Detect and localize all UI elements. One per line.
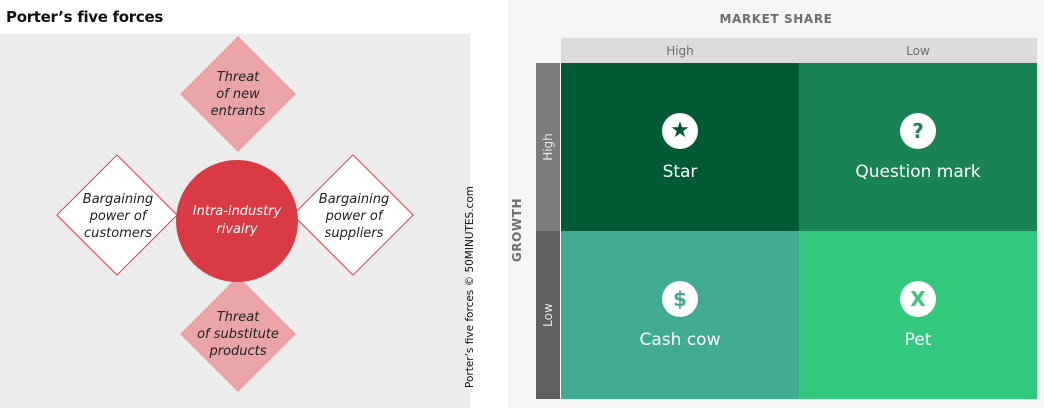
copyright-credit: Porter’s five forces © 50MINUTES.com	[464, 186, 476, 388]
quadrant-cash-cow: $ Cash cow	[561, 231, 799, 399]
star-icon: ★	[662, 112, 698, 149]
force-label: Threat of new entrants	[210, 69, 266, 119]
dollar-icon: $	[662, 280, 698, 317]
force-label: Threat of substitute products	[197, 309, 279, 359]
market-share-axis-label: MARKET SHARE	[719, 12, 833, 26]
quadrant-star: ★ Star	[561, 63, 799, 231]
porter-title: Porter’s five forces	[6, 8, 163, 26]
row-header-high: High	[536, 63, 560, 231]
quadrant-label: Question mark	[855, 161, 981, 182]
force-bargaining-customers: Bargaining power of customers	[56, 154, 180, 278]
force-bargaining-suppliers: Bargaining power of suppliers	[292, 154, 416, 278]
porter-five-forces-diagram: Porter’s five forces Threat of new entra…	[0, 0, 484, 408]
bcg-matrix: MARKET SHARE High Low GROWTH High Low ★ …	[508, 0, 1044, 408]
growth-axis-label: GROWTH	[510, 197, 524, 263]
force-label: Bargaining power of suppliers	[318, 191, 390, 241]
porter-title-bar	[0, 0, 470, 34]
force-new-entrants: Threat of new entrants	[180, 36, 296, 152]
quadrant-label: Star	[662, 161, 698, 182]
hub-label: Intra-industry rivalry	[192, 204, 282, 237]
row-header-low: Low	[536, 231, 560, 399]
column-header-low: Low	[799, 38, 1037, 63]
x-icon: X	[900, 280, 936, 317]
quadrant-label: Cash cow	[639, 329, 721, 350]
column-header-high: High	[561, 38, 799, 63]
quadrant-pet: X Pet	[799, 231, 1037, 399]
force-label: Bargaining power of customers	[82, 191, 154, 241]
quadrant-question-mark: ? Question mark	[799, 63, 1037, 231]
question-icon: ?	[900, 112, 936, 149]
quadrant-label: Pet	[904, 329, 932, 350]
force-substitute-products: Threat of substitute products	[180, 276, 296, 392]
intra-industry-rivalry-circle: Intra-industry rivalry	[176, 160, 298, 282]
